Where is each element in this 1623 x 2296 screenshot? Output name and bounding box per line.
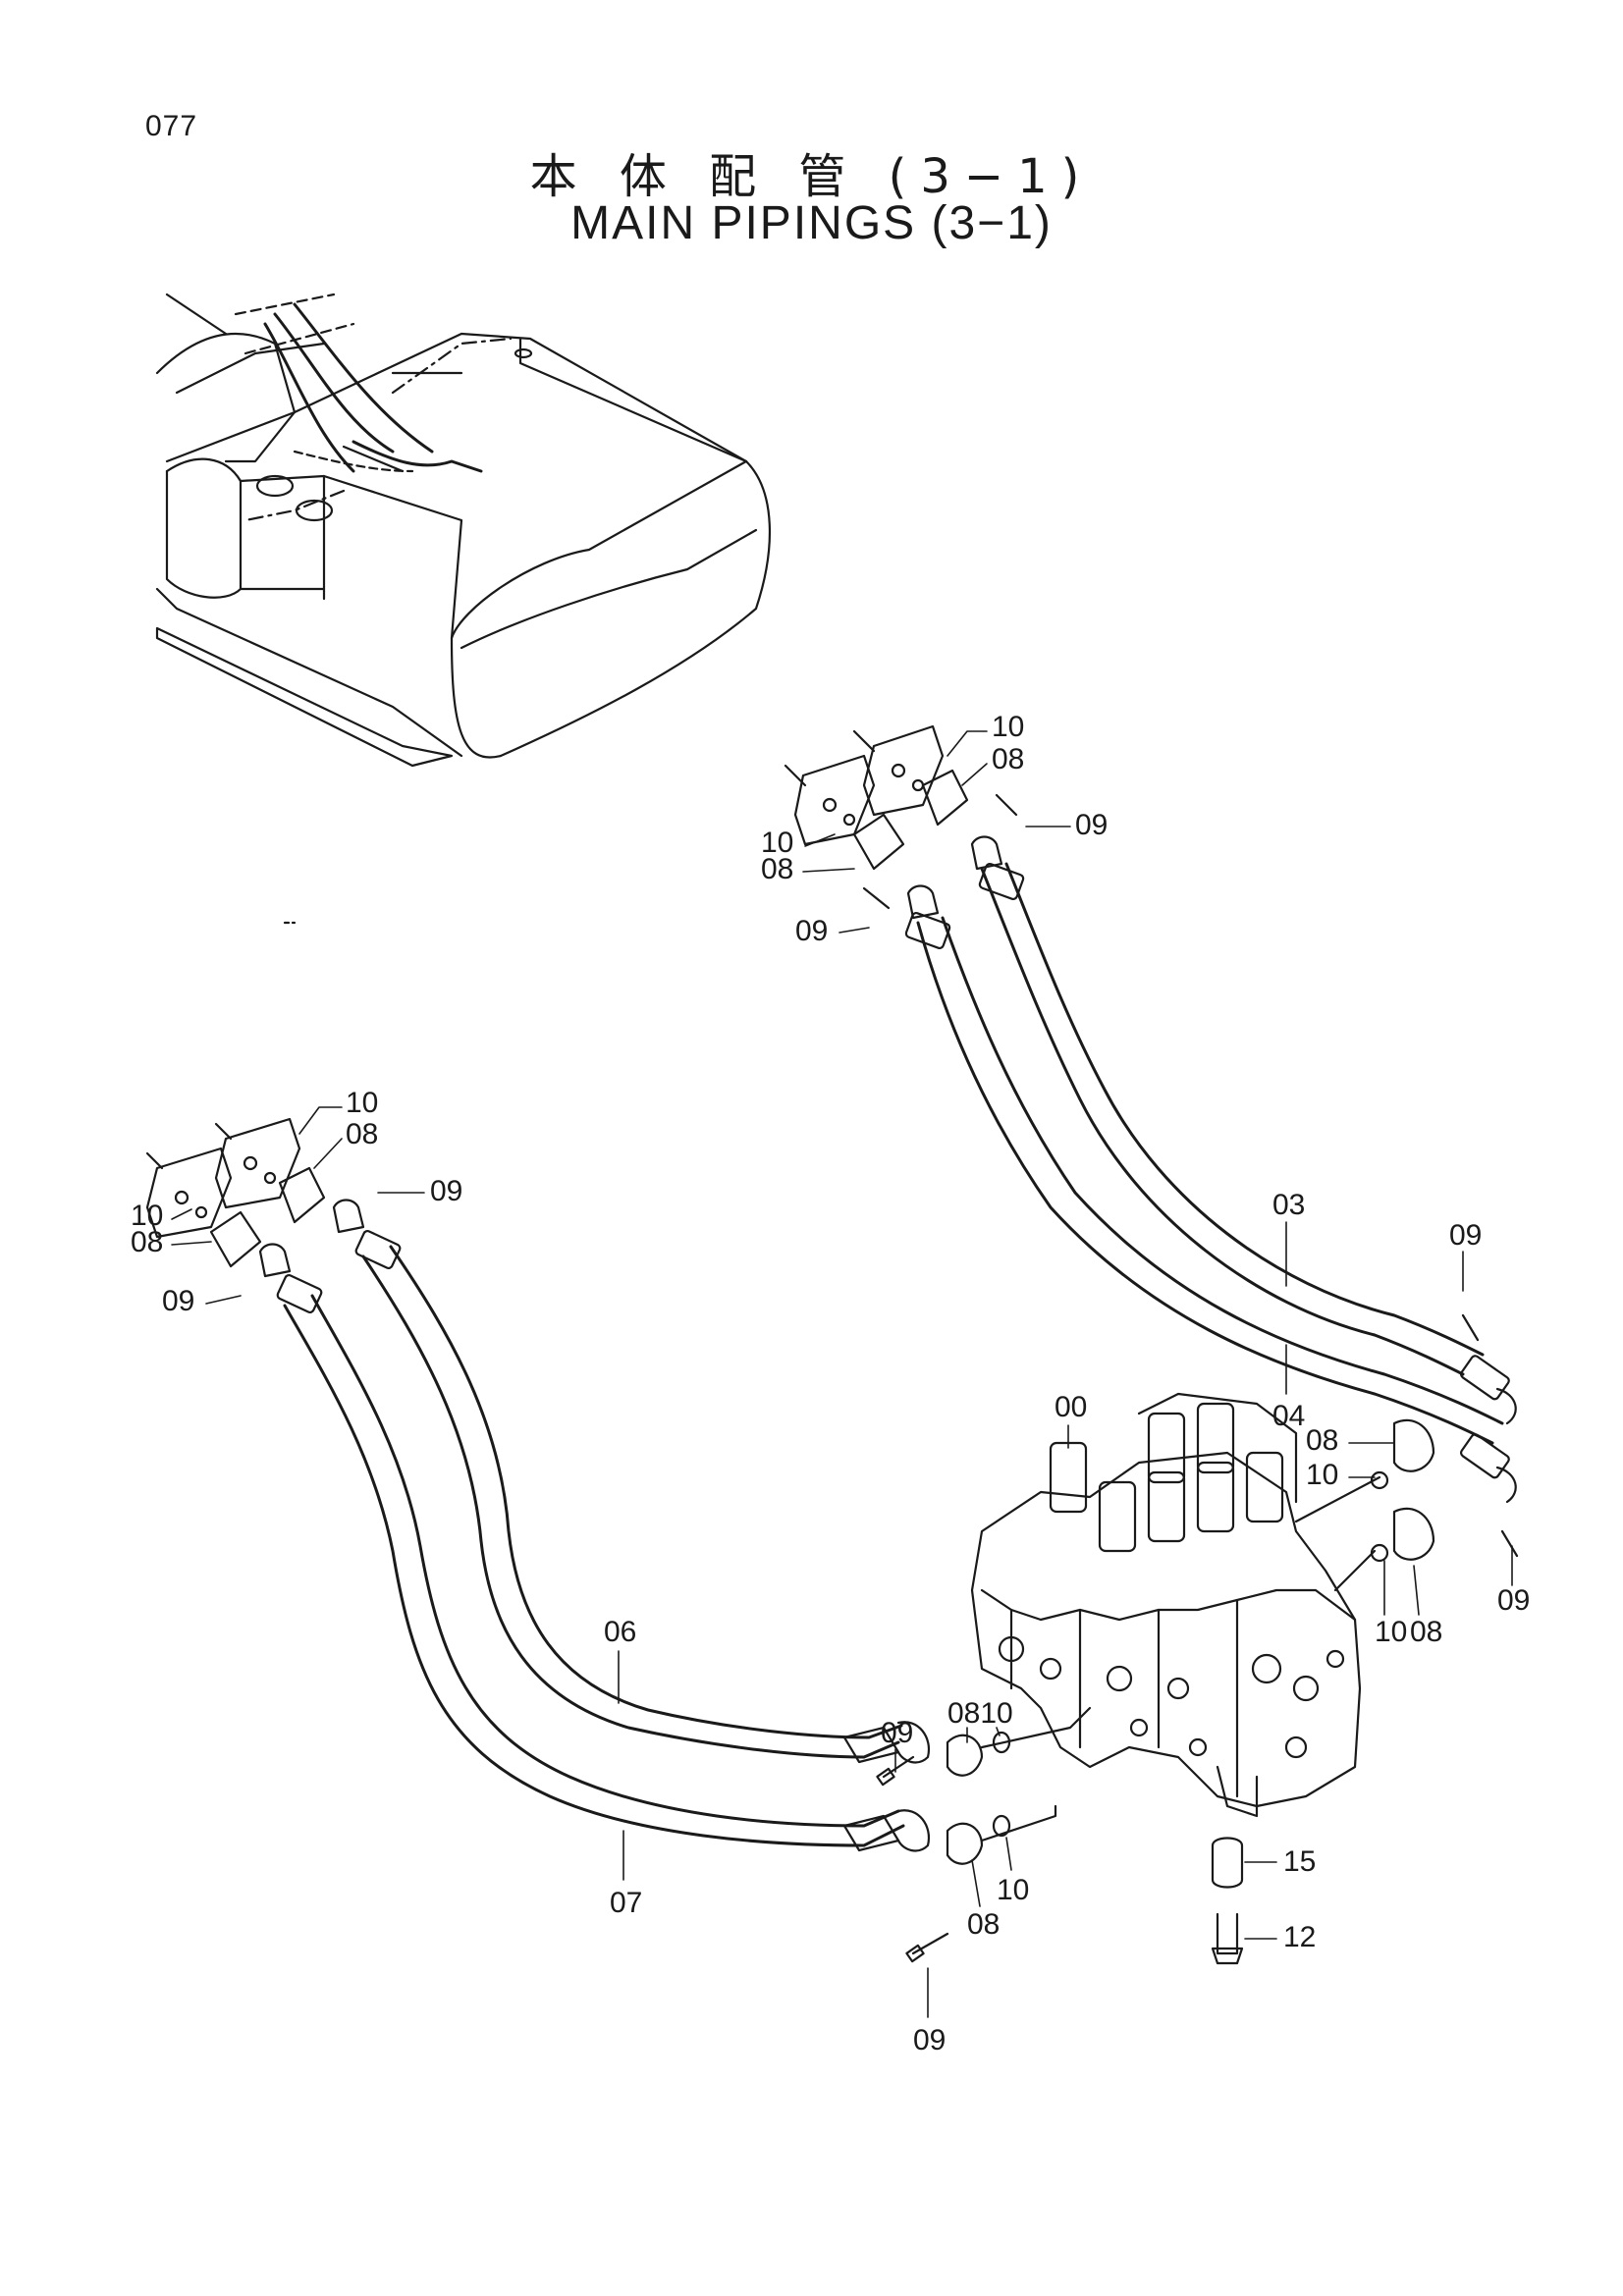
callout-10-valve: 10 [1375, 1616, 1407, 1648]
lower-hose-assembly [145, 1117, 1092, 1963]
callout-09-lower-a: 09 [430, 1175, 462, 1207]
callout-08-upper-b: 08 [761, 853, 793, 885]
title-japanese: 本 体 配 管 (3−1) [529, 149, 1094, 204]
callout-12: 12 [1283, 1921, 1316, 1953]
control-valve [970, 1392, 1381, 1965]
callout-15: 15 [1283, 1845, 1316, 1878]
callout-10-lower-c: 10 [997, 1874, 1029, 1906]
upper-hose-assembly [784, 724, 1519, 1563]
callout-10-upper-b: 10 [761, 827, 793, 859]
callout-08-lower-c: 08 [967, 1908, 1000, 1941]
callout-09-lower-d: 09 [913, 2024, 946, 2056]
callout-08-lower-b: 08 [131, 1226, 163, 1258]
callout-08-right: 08 [1306, 1424, 1338, 1457]
callouts: 10 08 09 10 08 09 03 04 09 08 10 10 08 0… [131, 711, 1530, 2056]
callout-07: 07 [610, 1887, 642, 1919]
callout-10-right: 10 [1306, 1459, 1338, 1491]
callout-08-valve: 08 [1410, 1616, 1442, 1648]
callout-10-lower-a: 10 [346, 1087, 378, 1119]
callout-09-upper-a: 09 [1075, 809, 1108, 841]
callout-03: 03 [1272, 1189, 1305, 1221]
callout-10-upper-a: 10 [992, 711, 1024, 743]
callout-09-lower-c: 09 [881, 1717, 913, 1749]
machine-body-overview [155, 293, 772, 925]
page-number: 077 [145, 110, 198, 142]
title-english: MAIN PIPINGS (3−1) [570, 197, 1053, 249]
callout-09-right-a: 09 [1449, 1219, 1482, 1252]
callout-08-lower-a: 08 [346, 1118, 378, 1150]
callout-09-upper-b: 09 [795, 915, 828, 947]
callout-06: 06 [604, 1616, 636, 1648]
callout-0810: 0810 [947, 1697, 1013, 1730]
callout-00: 00 [1055, 1391, 1087, 1423]
callout-09-lower-b: 09 [162, 1285, 194, 1317]
callout-10-lower-b: 10 [131, 1200, 163, 1232]
callout-08-upper-a: 08 [992, 743, 1024, 775]
callout-04: 04 [1272, 1400, 1305, 1432]
callout-09-right-b: 09 [1497, 1584, 1530, 1617]
